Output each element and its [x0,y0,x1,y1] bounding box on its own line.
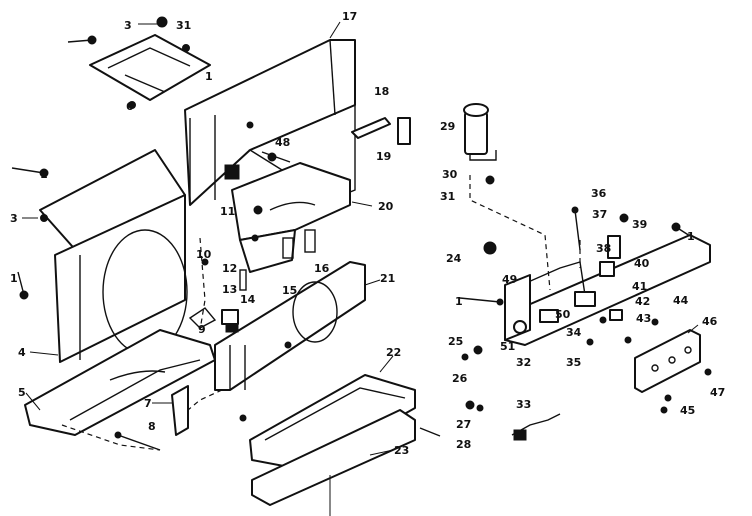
fan-housing [231,162,351,273]
label-11: 11 [220,205,235,218]
front-grille-panel [39,149,188,363]
label-47: 47 [710,386,725,399]
label-1-top: 1 [205,70,213,83]
label-24: 24 [446,252,462,265]
assembly-lines [61,175,581,451]
label-49: 49 [502,273,517,286]
control-knob-29 [463,103,497,161]
label-31-top: 31 [176,19,191,32]
label-38: 38 [596,242,611,255]
label-1-left: 1 [40,168,48,181]
label-26: 26 [452,372,468,385]
label-51: 51 [500,340,515,353]
label-14: 14 [240,293,256,306]
label-1-mid: 1 [10,272,18,285]
label-17: 17 [342,10,357,23]
label-32: 32 [516,356,531,369]
label-4: 4 [18,346,26,359]
bracket-7 [171,385,189,436]
label-39: 39 [632,218,647,231]
label-43: 43 [636,312,651,325]
leader-lines [22,21,699,456]
label-34: 34 [566,326,582,339]
label-8: 8 [148,420,156,433]
label-37: 37 [592,208,607,221]
base-pan [24,329,216,436]
label-21: 21 [380,272,395,285]
clip-19 [397,117,411,145]
label-3: 3 [124,19,132,32]
label-41: 41 [632,280,647,293]
bottom-tray [251,409,416,516]
label-28: 28 [456,438,471,451]
label-42: 42 [635,295,650,308]
label-5: 5 [18,386,26,399]
drain-tray [249,374,416,471]
label-7: 7 [144,397,152,410]
fan-motor-mount [188,307,239,329]
screws-left [11,16,292,422]
label-19: 19 [376,150,391,163]
label-15: 15 [282,284,297,297]
label-50: 50 [555,308,571,321]
label-33: 33 [516,398,531,411]
label-23: 23 [394,444,409,457]
small-hardware-right [419,175,712,441]
top-bracket-plate [89,34,211,101]
rod-8 [114,431,161,451]
rail-18 [351,117,391,139]
label-44: 44 [673,294,689,307]
label-20: 20 [378,200,394,213]
label-1-right: 1 [687,230,695,243]
label-10: 10 [196,248,212,261]
label-25: 25 [448,335,463,348]
label-48: 48 [275,136,290,149]
control-components [513,206,691,346]
callout-labels: 3 31 17 1 6 18 19 29 48 1 30 31 36 20 11… [10,10,725,457]
label-30: 30 [442,168,458,181]
label-27: 27 [456,418,471,431]
label-36: 36 [591,187,607,200]
label-6: 6 [126,100,134,113]
partition-panel [214,261,366,391]
label-12: 12 [222,262,237,275]
label-31-right: 31 [440,190,455,203]
terminal-board-46 [634,329,701,393]
label-29: 29 [440,120,455,133]
label-3-left: 3 [10,212,18,225]
label-13: 13 [222,283,237,296]
label-16: 16 [314,262,330,275]
label-1-ctl: 1 [455,295,463,308]
label-46: 46 [702,315,718,328]
label-9: 9 [198,323,206,336]
label-35: 35 [566,356,581,369]
label-18: 18 [374,85,389,98]
label-45: 45 [680,404,695,417]
label-22: 22 [386,346,401,359]
label-40: 40 [634,257,650,270]
